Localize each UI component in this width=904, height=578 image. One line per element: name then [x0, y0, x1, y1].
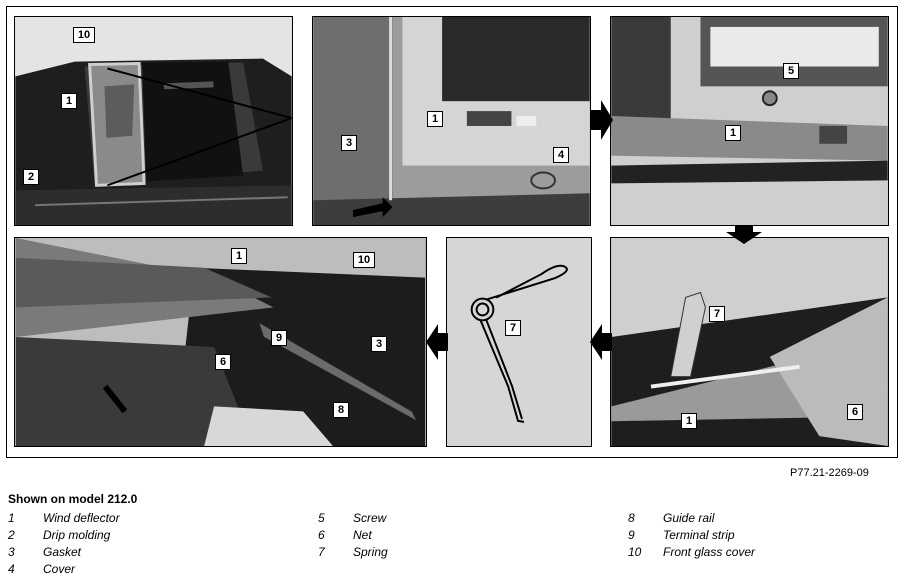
- callout-10: 10: [73, 27, 95, 43]
- callout-1: 1: [427, 111, 443, 127]
- callout-3: 3: [371, 336, 387, 352]
- callout-2: 2: [23, 169, 39, 185]
- panel-screw: 5 1: [610, 16, 889, 226]
- panel-roof-overview: 10 1 2: [14, 16, 293, 226]
- wind-deflector-photo: [313, 17, 590, 225]
- figure-reference: P77.21-2269-09: [790, 467, 869, 479]
- arrow-down-icon: [726, 226, 762, 244]
- callout-9: 9: [271, 330, 287, 346]
- panel-wind-deflector: 3 1 4: [312, 16, 591, 226]
- guide-rail-photo: [15, 238, 426, 446]
- arrow-left-icon: [590, 324, 612, 360]
- arrow-left-icon: [426, 324, 448, 360]
- roof-overview-photo: [15, 17, 292, 225]
- callout-5: 5: [783, 63, 799, 79]
- screw-photo: [611, 17, 888, 225]
- spring-drawing: [447, 238, 591, 446]
- model-note: Shown on model 212.0: [8, 492, 138, 506]
- callout-1: 1: [725, 125, 741, 141]
- callout-1: 1: [681, 413, 697, 429]
- callout-7: 7: [709, 306, 725, 322]
- callout-7: 7: [505, 320, 521, 336]
- callout-10: 10: [353, 252, 375, 268]
- arrow-right-icon: [591, 100, 613, 140]
- callout-1: 1: [61, 93, 77, 109]
- callout-4: 4: [553, 147, 569, 163]
- callout-3: 3: [341, 135, 357, 151]
- callout-1: 1: [231, 248, 247, 264]
- panel-spring-net: 7 1 6: [610, 237, 889, 447]
- panel-guide-rail: 1 10 9 6 3 8: [14, 237, 427, 447]
- callout-8: 8: [333, 402, 349, 418]
- callout-6: 6: [847, 404, 863, 420]
- panel-spring-detail: 7: [446, 237, 592, 447]
- callout-6: 6: [215, 354, 231, 370]
